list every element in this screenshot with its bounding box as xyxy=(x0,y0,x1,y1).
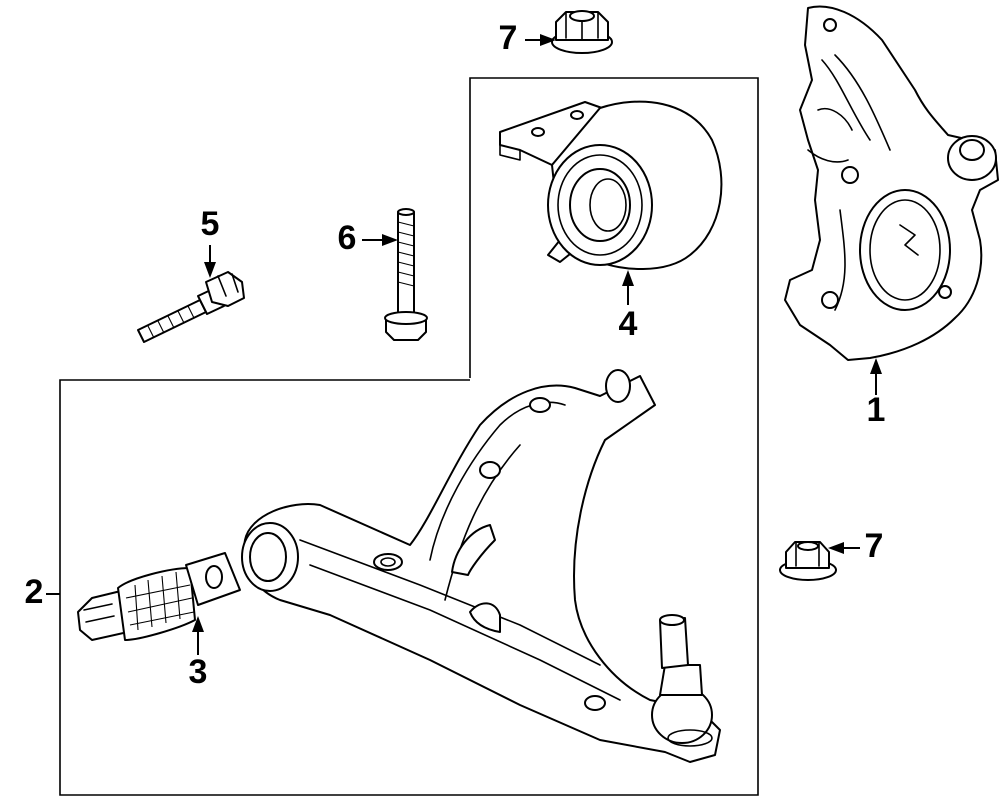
leader-6 xyxy=(362,234,398,246)
leader-7-top xyxy=(525,34,556,46)
callout-3: 3 xyxy=(189,653,208,691)
nut-right[interactable] xyxy=(779,541,837,581)
nut-top[interactable] xyxy=(551,10,613,54)
leader-5 xyxy=(204,245,216,278)
callout-5: 5 xyxy=(201,205,220,243)
callout-6: 6 xyxy=(338,219,357,257)
lower-control-arm[interactable] xyxy=(241,369,721,763)
callout-4: 4 xyxy=(619,305,638,343)
leader-1 xyxy=(870,358,882,395)
group-frame-upper xyxy=(59,77,759,796)
rear-bushing[interactable] xyxy=(499,100,723,270)
bolt-6[interactable] xyxy=(384,208,428,341)
bolt-5[interactable] xyxy=(137,271,245,343)
callout-7-top: 7 xyxy=(499,19,518,57)
steering-knuckle[interactable] xyxy=(784,5,999,361)
leader-3 xyxy=(192,616,204,655)
callout-1: 1 xyxy=(867,391,886,429)
callout-2: 2 xyxy=(25,573,44,611)
callout-7-right: 7 xyxy=(865,527,884,565)
leader-7-right xyxy=(828,542,860,554)
front-bushing[interactable] xyxy=(77,552,241,641)
leader-4 xyxy=(622,270,634,305)
